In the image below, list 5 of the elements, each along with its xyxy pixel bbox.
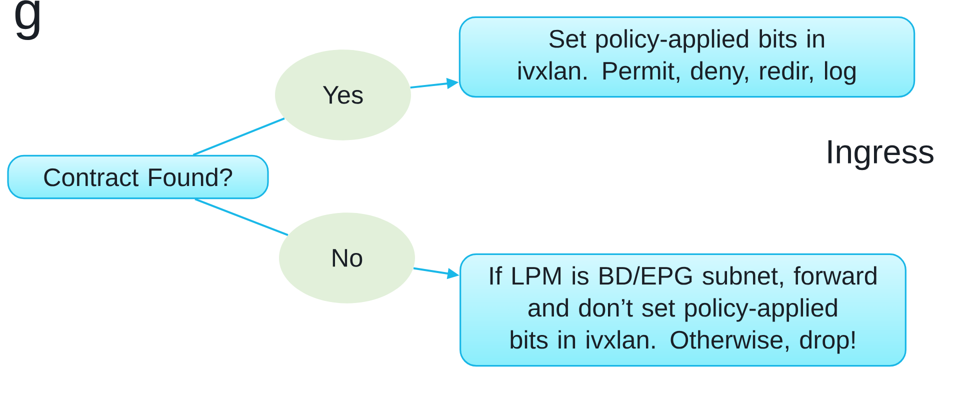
decision-box: Contract Found?	[7, 154, 269, 200]
process-box: Set policy-applied bits in ivxlan. Permit, deny, redir, log	[458, 16, 916, 98]
heading-text: g	[15, 0, 40, 40]
process-box: If LPM is BD/EPG subnet, forward and don’t set policy-applied bits in ivxlan. Otherwise, drop!	[460, 253, 906, 367]
side-label: Ingress	[828, 140, 934, 170]
